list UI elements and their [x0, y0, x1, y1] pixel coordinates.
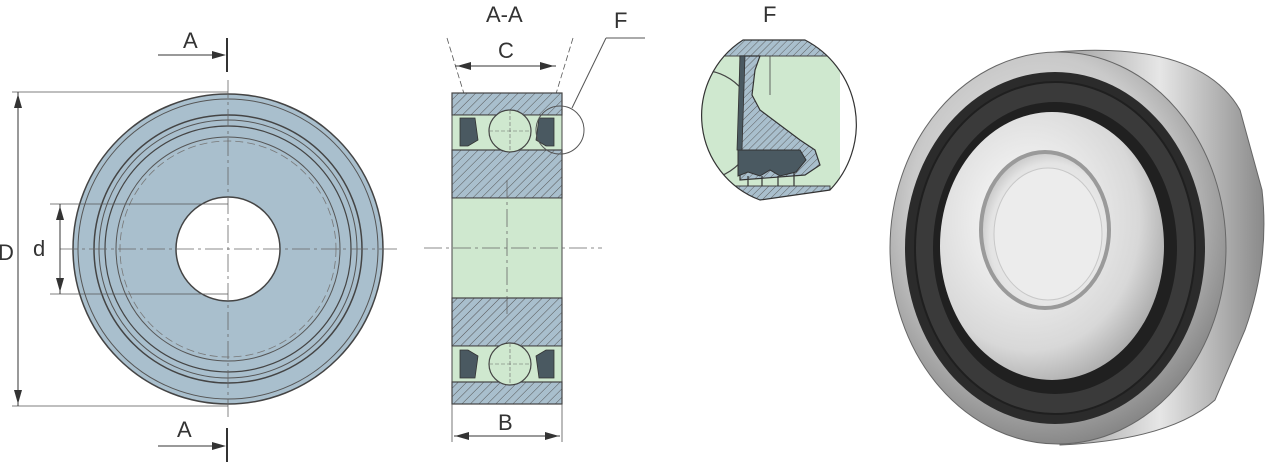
bore-diameter-dimension: d	[33, 203, 228, 295]
seal-left-bottom	[459, 349, 479, 379]
bore-inner-photo	[993, 167, 1103, 301]
section-view: A-A C	[424, 2, 645, 442]
detail-seal-body	[739, 55, 821, 181]
detail-seal-teeth	[747, 172, 795, 186]
seal-right-bottom	[535, 349, 555, 379]
inner-width-label: C	[498, 38, 514, 63]
seal-left-top	[459, 117, 479, 147]
detail-circle	[535, 105, 585, 155]
detail-callout: F	[535, 8, 645, 155]
outer-width-label: B	[498, 410, 513, 435]
seal-right-top	[535, 117, 555, 147]
bearing-photo	[889, 49, 1265, 446]
outer-diameter-label: D	[0, 240, 14, 265]
section-marker-top: A	[158, 28, 228, 72]
section-marker-bottom: A	[158, 417, 228, 462]
detail-view: F	[701, 2, 857, 201]
section-label-top: A	[183, 28, 198, 53]
detail-seal-lip	[737, 149, 807, 177]
inner-width-dimension: C	[446, 37, 574, 131]
detail-title: F	[763, 2, 776, 27]
outer-width-dimension: B	[451, 404, 563, 442]
section-label-bottom: A	[177, 417, 192, 442]
front-view	[60, 80, 400, 420]
bore-diameter-label: d	[33, 236, 45, 261]
outer-diameter-dimension: D	[0, 91, 228, 407]
inner-ring-shoulder	[115, 136, 341, 362]
detail-seal-insert	[736, 55, 746, 151]
detail-boundary	[701, 39, 857, 201]
section-title: A-A	[486, 2, 523, 27]
detail-callout-label: F	[614, 8, 627, 33]
detail-outer-ring	[701, 40, 841, 57]
